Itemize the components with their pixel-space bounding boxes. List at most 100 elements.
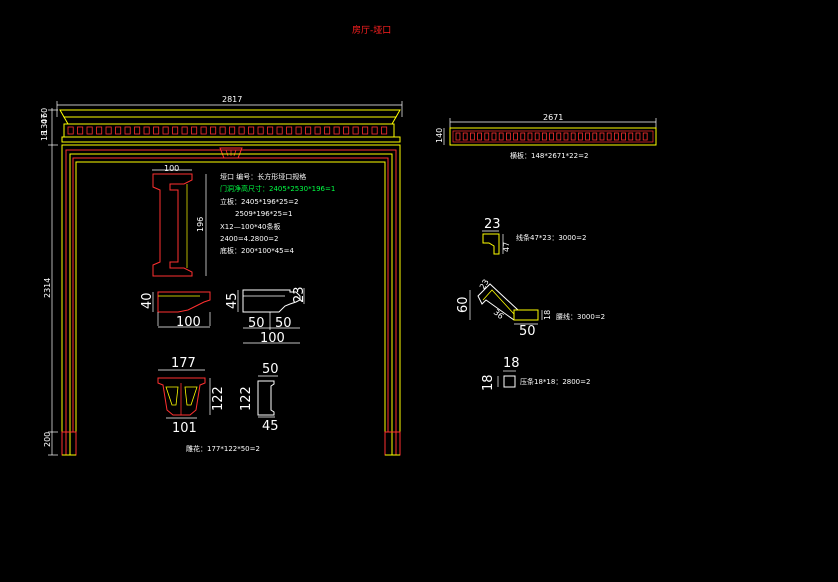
corbel-detail: 177 101 122 122 雕花：177*122*50=2 bbox=[157, 356, 260, 453]
block-detail: 50 45 bbox=[257, 362, 279, 434]
molding1-height: 47 bbox=[502, 242, 511, 252]
left-plinth bbox=[61, 431, 77, 456]
dentil bbox=[592, 132, 598, 141]
dentil bbox=[542, 132, 547, 141]
side-panel-profile: 100 196 bbox=[152, 164, 207, 277]
dentil bbox=[527, 132, 533, 141]
dentil bbox=[362, 126, 369, 135]
molding2-dim-c: 36 bbox=[492, 308, 506, 321]
dentil bbox=[599, 132, 605, 141]
dentil bbox=[498, 132, 504, 141]
dentil bbox=[219, 126, 226, 135]
dentil bbox=[248, 126, 255, 135]
dentil bbox=[352, 126, 359, 135]
dentil bbox=[549, 132, 554, 141]
molding1-note: 线条47*23：3000=2 bbox=[516, 233, 586, 242]
corbel-height-dim-1: 122 bbox=[211, 386, 226, 411]
dentil bbox=[229, 126, 236, 135]
dentil bbox=[578, 132, 583, 141]
corbel-height-dim-2: 122 bbox=[239, 386, 254, 411]
beam-note: 横板：148*2671*22=2 bbox=[510, 151, 588, 160]
molding2-dim-d: 50 bbox=[519, 324, 536, 339]
dentil bbox=[484, 132, 490, 141]
dentil bbox=[628, 132, 634, 141]
molding1-width: 23 bbox=[484, 217, 501, 232]
dentil bbox=[181, 126, 188, 135]
profile-b-w1: 50 bbox=[248, 316, 265, 331]
dentil bbox=[505, 132, 511, 141]
beam-dentil-row bbox=[455, 132, 648, 141]
dentil bbox=[570, 132, 576, 141]
spec-notes: 垭口 编号：长方形垭口规格 门洞净高尺寸：2405*2530*196=1 立板：… bbox=[220, 172, 335, 255]
spec-line-1: 垭口 编号：长方形垭口规格 bbox=[220, 172, 306, 181]
profile-b-height: 45 bbox=[225, 292, 240, 309]
dentil bbox=[134, 126, 141, 135]
corbel-top-dim: 177 bbox=[171, 356, 196, 371]
dentil bbox=[635, 132, 641, 141]
dentil bbox=[86, 126, 93, 135]
dentil bbox=[556, 132, 562, 141]
dentil bbox=[455, 132, 461, 141]
dentil-row bbox=[67, 126, 388, 135]
corbel-note: 雕花：177*122*50=2 bbox=[186, 444, 260, 453]
square-note: 压条18*18：2800=2 bbox=[520, 377, 590, 386]
molding2-dim-a: 23 bbox=[478, 278, 491, 291]
dentil bbox=[343, 126, 350, 135]
dentil bbox=[491, 132, 497, 141]
profile-b-total: 100 bbox=[260, 331, 285, 346]
profile-a: 100 40 bbox=[140, 291, 211, 330]
molding2-note: 腰线：3000=2 bbox=[556, 312, 605, 321]
dentil bbox=[563, 132, 569, 141]
side-panel-width-dim: 100 bbox=[164, 164, 179, 173]
dentil bbox=[267, 126, 274, 135]
dentil bbox=[462, 132, 468, 141]
dentil bbox=[162, 126, 169, 135]
spec-line-2: 门洞净高尺寸：2405*2530*196=1 bbox=[220, 184, 335, 193]
profile-b-w2: 50 bbox=[275, 316, 292, 331]
profile-a-width: 100 bbox=[176, 315, 201, 330]
block-bottom-dim: 45 bbox=[262, 419, 279, 434]
dentil bbox=[606, 132, 612, 141]
dentil bbox=[534, 132, 540, 141]
corbel-bottom-dim: 101 bbox=[172, 421, 197, 436]
beam-height-dim: 140 bbox=[435, 128, 444, 143]
molding-2: 23 60 36 50 18 腰线：3000=2 bbox=[456, 278, 605, 339]
beam-detail: 2671 140 横板：148*2671*22=2 bbox=[435, 113, 657, 160]
dentil bbox=[371, 126, 378, 135]
dentil bbox=[614, 132, 619, 141]
profile-b: 45 23 50 50 100 bbox=[225, 286, 307, 346]
side-panel-depth-dim: 196 bbox=[196, 217, 205, 232]
dentil bbox=[200, 126, 207, 135]
spec-line-3: 立板：2405*196*25=2 bbox=[220, 197, 298, 206]
dentil bbox=[191, 126, 198, 135]
drawing-title: 房厅-垭口 bbox=[352, 24, 391, 36]
cornice-dim-3: 47 bbox=[40, 114, 49, 124]
beam-width-dim: 2671 bbox=[543, 113, 563, 122]
spec-line-5: X12—100*40条板 bbox=[220, 222, 280, 231]
dentil bbox=[469, 132, 475, 141]
cornice-dim-1: 60 bbox=[40, 108, 49, 118]
square-strip: 18 18 压条18*18：2800=2 bbox=[481, 356, 590, 391]
spec-line-6: 2400=4.2800=2 bbox=[220, 235, 279, 243]
dentil bbox=[520, 132, 526, 141]
dentil bbox=[115, 126, 122, 135]
frame-height-dim: 2314 bbox=[43, 278, 52, 298]
dentil bbox=[67, 126, 74, 135]
square-height: 18 bbox=[481, 374, 496, 391]
dentil bbox=[96, 126, 103, 135]
dentil bbox=[381, 126, 388, 135]
cornice-dim-2: 130 bbox=[40, 119, 49, 134]
dentil bbox=[257, 126, 264, 135]
frame-width-dim: 2817 bbox=[222, 95, 242, 104]
molding2-dim-e: 18 bbox=[543, 310, 552, 320]
cornice-dim-4: 18 bbox=[40, 131, 49, 141]
dentil bbox=[210, 126, 217, 135]
molding-1: 23 47 线条47*23：3000=2 bbox=[482, 217, 586, 255]
dentil bbox=[305, 126, 312, 135]
profile-a-height: 40 bbox=[140, 292, 155, 309]
dentil bbox=[642, 132, 648, 141]
dentil bbox=[276, 126, 283, 135]
square-width: 18 bbox=[503, 356, 520, 371]
dentil bbox=[153, 126, 160, 135]
molding2-dim-b: 60 bbox=[456, 296, 471, 313]
